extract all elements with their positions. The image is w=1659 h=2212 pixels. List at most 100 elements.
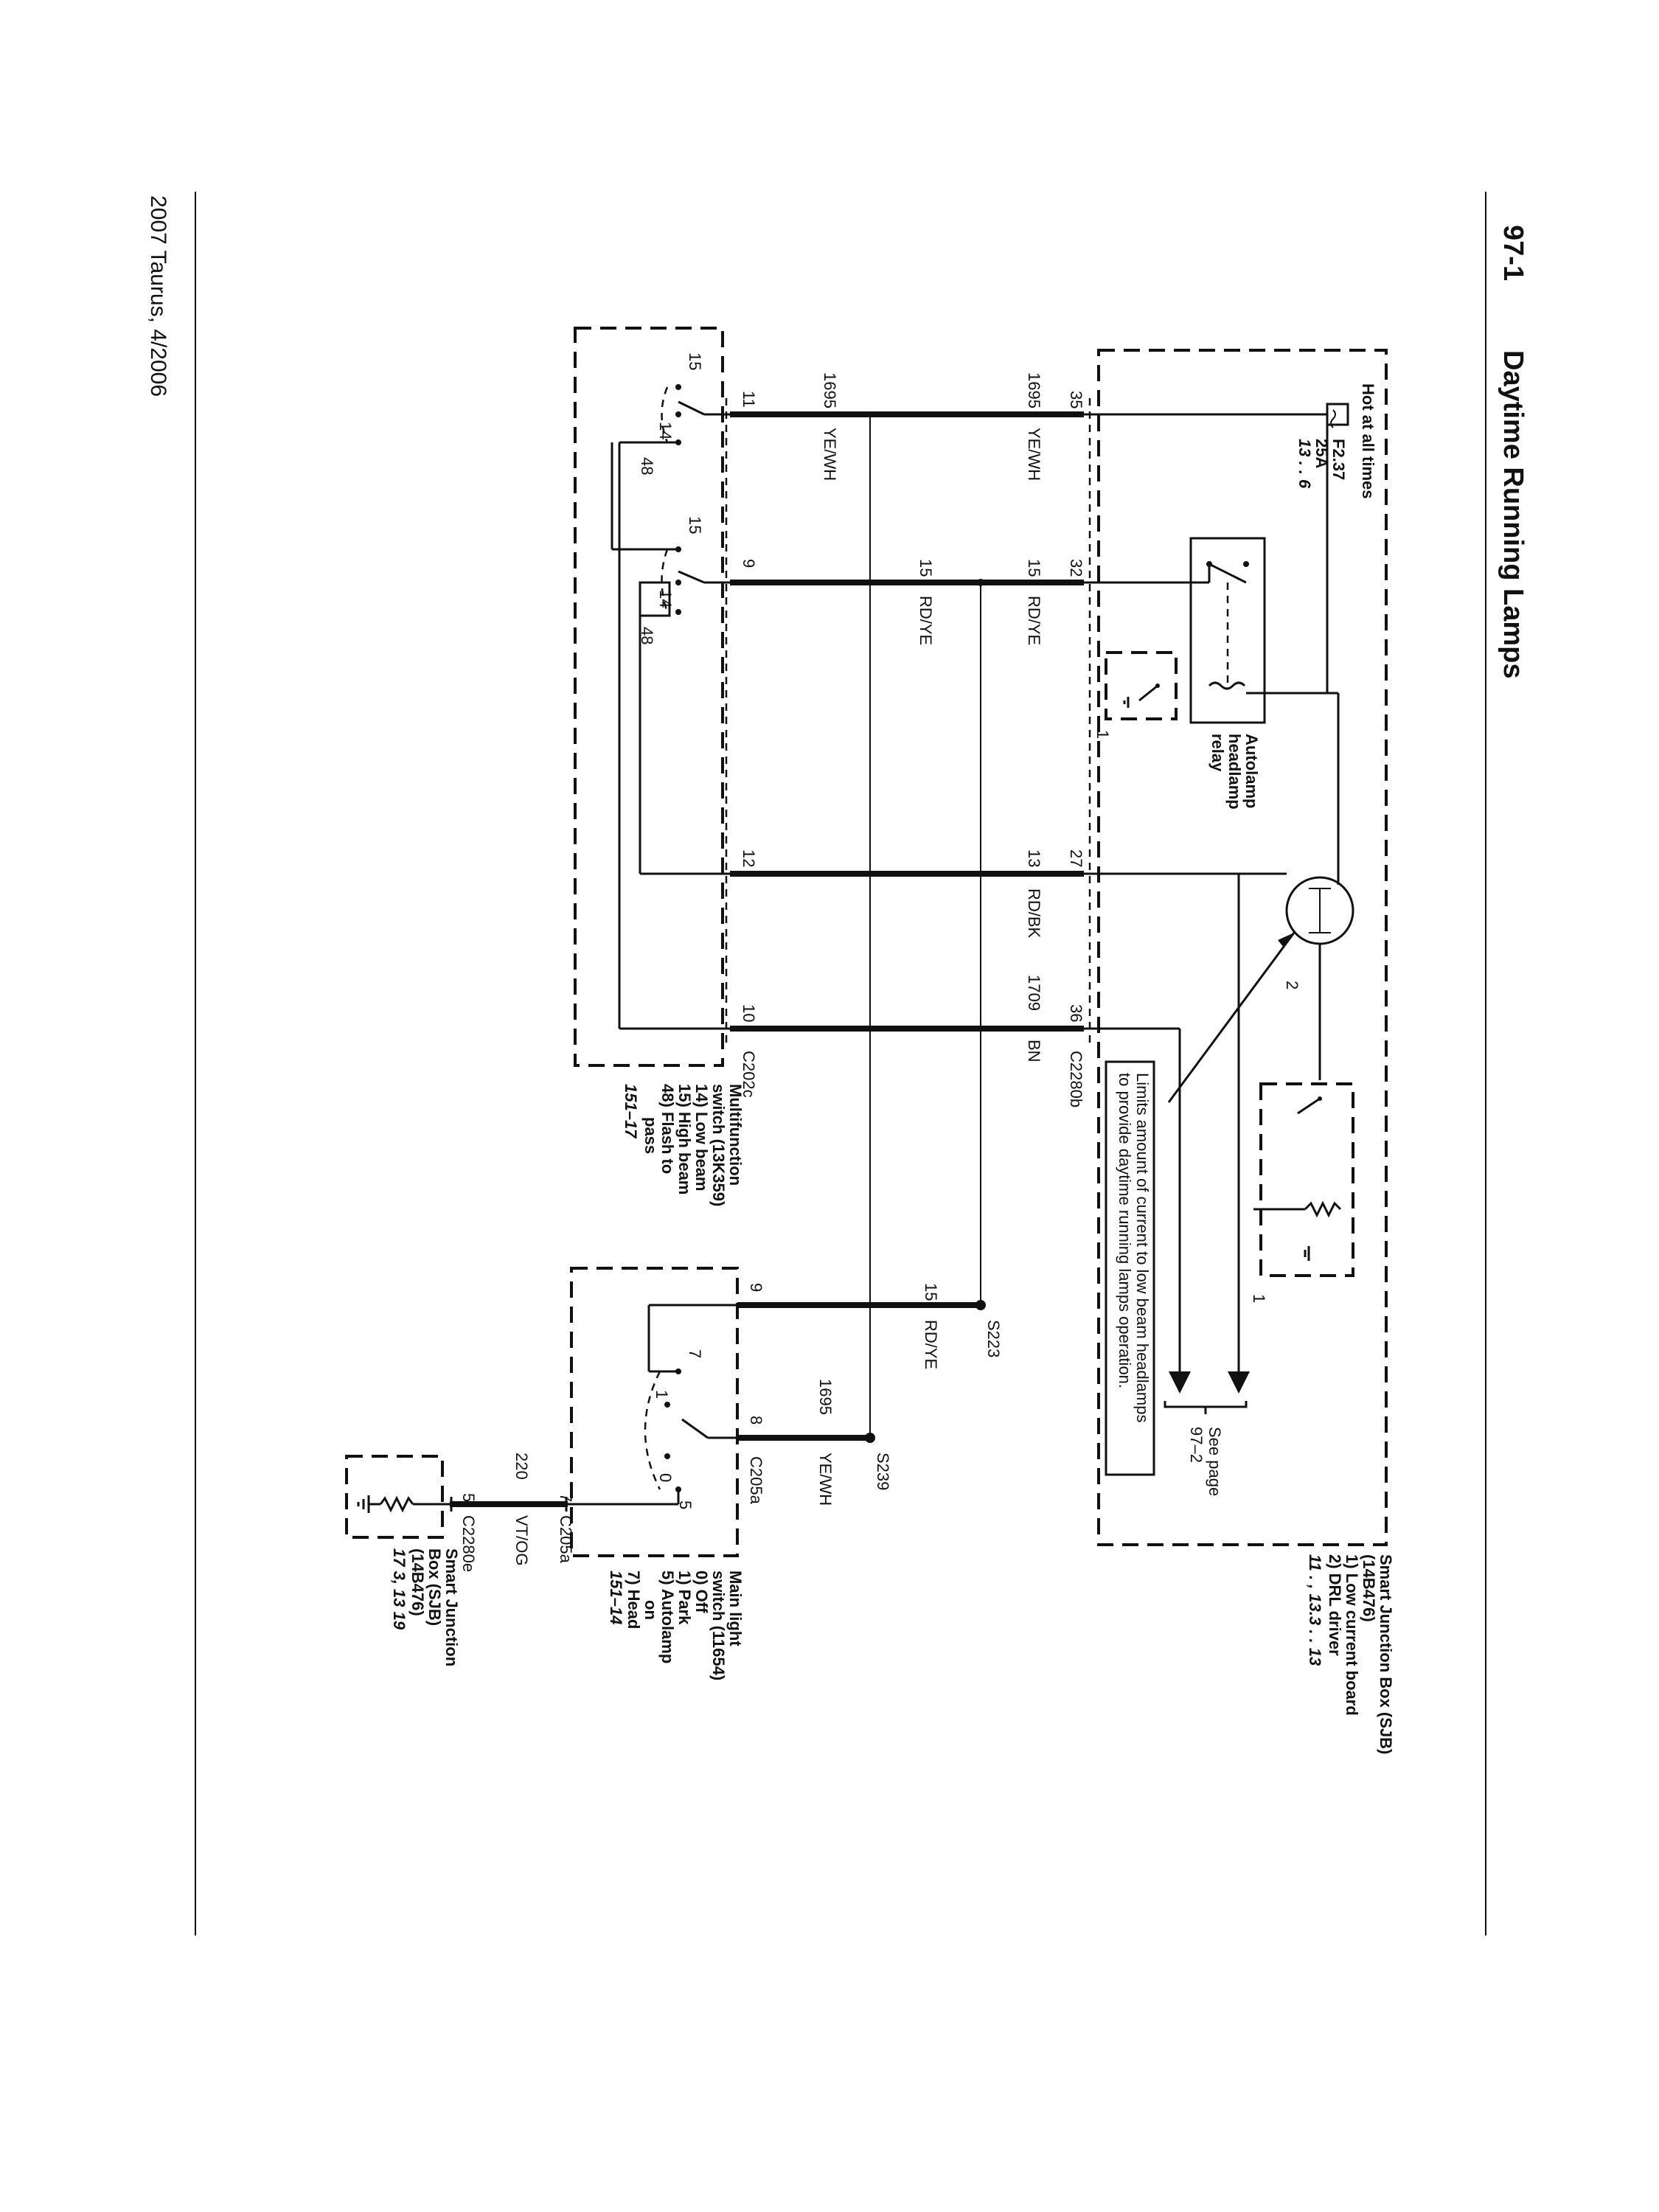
mf-legend-2: 14) Low beam bbox=[692, 1084, 711, 1191]
note-arrow bbox=[1167, 932, 1295, 1103]
relay-pin-1: 1 bbox=[1093, 730, 1112, 739]
sjb-legend-3: 2) DRL driver bbox=[1326, 1554, 1344, 1656]
branch-1695-node bbox=[867, 411, 873, 417]
mf-left-node-14 bbox=[675, 411, 681, 417]
ml-label-5: 5 bbox=[676, 1500, 695, 1509]
main-light-switch-box bbox=[570, 1267, 739, 1557]
ml-legend-2: 0) Off bbox=[692, 1571, 711, 1613]
footer-model: 2007 Taurus, 4/2006 bbox=[146, 195, 170, 397]
wire-220-color: VT/OG bbox=[512, 1515, 531, 1565]
fuse-ref: 13 . . 6 bbox=[1295, 439, 1314, 489]
sjb-legend-1: (14B476) bbox=[1360, 1554, 1378, 1622]
mf-left-node-15 bbox=[675, 384, 681, 390]
wire-15-color: RD/YE bbox=[1025, 596, 1043, 645]
wire-1695-to-switch-color: YE/WH bbox=[816, 1453, 835, 1506]
c2280b-pin-32: 32 bbox=[1067, 559, 1085, 577]
mf-right-node-14 bbox=[675, 580, 681, 585]
fuse-element bbox=[1330, 409, 1336, 428]
relay-label-2: headlamp bbox=[1225, 734, 1244, 810]
sjb-hot-label: Hot at all times bbox=[1359, 383, 1377, 498]
sjb-legend-0: Smart Junction Box (SJB) bbox=[1377, 1554, 1395, 1754]
wire-15-to-switch-circuit: 15 bbox=[922, 1283, 940, 1301]
ml-legend-6: 7) Head bbox=[625, 1571, 643, 1629]
sjb-box bbox=[1097, 349, 1388, 1546]
mf-right-node-48 bbox=[675, 609, 681, 615]
wire-1695-circuit: 1695 bbox=[1025, 372, 1043, 408]
ml-label-1: 1 bbox=[653, 1390, 671, 1399]
note-line-2: to provide daytime running lamps operati… bbox=[1116, 1073, 1134, 1388]
wire-15-lower-color: RD/YE bbox=[917, 596, 935, 645]
mf-right-arc bbox=[661, 549, 669, 613]
wire-1695-lower-color: YE/WH bbox=[821, 428, 839, 481]
sjb-lower-legend-1: Box (SJB) bbox=[425, 1548, 444, 1626]
branch-15-node bbox=[977, 579, 984, 586]
mf-left-48: 48 bbox=[638, 457, 656, 475]
wire-13-circuit: 13 bbox=[1025, 849, 1043, 867]
offpage-b-arrow bbox=[1228, 1371, 1250, 1394]
c2280b-pin-36: 36 bbox=[1067, 1004, 1085, 1022]
mf-legend-3: 15) High beam bbox=[675, 1084, 694, 1194]
sjb-lower-legend-0: Smart Junction bbox=[442, 1548, 461, 1666]
wire-13-color: RD/BK bbox=[1025, 888, 1043, 939]
multifunction-switch-box bbox=[574, 327, 724, 1067]
c202c-name: C202c bbox=[740, 1051, 758, 1098]
drl-current-board bbox=[1259, 1082, 1354, 1277]
page-title: Daytime Running Lamps bbox=[1498, 350, 1528, 679]
sjb-lower-legend-3: 17 3, 13 19 bbox=[390, 1548, 408, 1630]
s223-label: S223 bbox=[984, 1320, 1003, 1357]
lcb-switch bbox=[1138, 684, 1158, 702]
ml-ref: 151–14 bbox=[607, 1571, 625, 1624]
drl-pin-1: 1 bbox=[1250, 1294, 1268, 1303]
sjb-lower-box bbox=[345, 1455, 444, 1539]
ml-legend-1: switch (11654) bbox=[709, 1571, 728, 1680]
low-current-board bbox=[1105, 651, 1178, 720]
c2280b-pin-35: 35 bbox=[1067, 391, 1085, 408]
note-line-1: Limits amount of current to low beam hea… bbox=[1133, 1073, 1152, 1422]
see-page-2: 97–2 bbox=[1187, 1427, 1206, 1463]
wire-1709-color: BN bbox=[1025, 1040, 1043, 1062]
offpage-a-arrow bbox=[1169, 1371, 1191, 1394]
ml-label-0: 0 bbox=[656, 1473, 675, 1482]
wire-1709-circuit: 1709 bbox=[1025, 975, 1043, 1011]
mf-ref: 151–17 bbox=[622, 1084, 640, 1139]
lcb-node bbox=[1155, 684, 1160, 688]
relay-label-1: Autolamp bbox=[1242, 734, 1261, 808]
offpage-a-label: A bbox=[1185, 1377, 1203, 1389]
note-box bbox=[1105, 1060, 1155, 1476]
sjb-lower-legend-2: (14B476) bbox=[408, 1548, 427, 1616]
mf-left-arc bbox=[661, 386, 669, 443]
mf-left-14: 14 bbox=[656, 422, 675, 439]
see-page-brace bbox=[1164, 1401, 1248, 1414]
drl-board-node bbox=[1318, 1096, 1322, 1101]
ml-node-7 bbox=[675, 1368, 681, 1374]
c205a-name-bottom: C205a bbox=[557, 1515, 575, 1564]
ml-legend-5: on bbox=[641, 1600, 660, 1620]
sjb-lower-resistor bbox=[379, 1495, 414, 1513]
mf-legend-4: 48) Flash to bbox=[658, 1084, 677, 1174]
c205a-name-top: C205a bbox=[747, 1456, 765, 1505]
drl-board-resistor bbox=[1304, 1200, 1342, 1218]
mf-legend-1: switch (13K359) bbox=[709, 1084, 728, 1206]
mf-left-15: 15 bbox=[686, 352, 704, 370]
sjb-legend-2: 1) Low current board bbox=[1343, 1554, 1361, 1716]
relay-contact-node-2 bbox=[1243, 561, 1249, 567]
relay-contact bbox=[1208, 563, 1247, 584]
wire-15-to-switch-color: RD/YE bbox=[922, 1320, 940, 1369]
wire-1695-to-switch-circuit: 1695 bbox=[816, 1379, 835, 1415]
s239-node bbox=[865, 1433, 875, 1443]
c2280e-name: C2280e bbox=[459, 1515, 478, 1572]
mf-right-48: 48 bbox=[638, 627, 656, 644]
mf-right-blade bbox=[678, 570, 705, 584]
wire-1695-lower-circuit: 1695 bbox=[821, 372, 839, 408]
ml-arc bbox=[644, 1371, 661, 1490]
ml-node-1 bbox=[664, 1402, 670, 1408]
mf-right-14: 14 bbox=[656, 590, 675, 608]
mf-left-blade bbox=[678, 400, 705, 416]
wire-15-lower-circuit: 15 bbox=[917, 559, 935, 577]
fuse-f2-37 bbox=[1326, 403, 1349, 426]
c2280b-pin-27: 27 bbox=[1067, 849, 1085, 867]
mf-legend-0: Multifunction bbox=[726, 1084, 745, 1186]
relay-label-3: relay bbox=[1208, 734, 1227, 772]
c2280e-pin-5: 5 bbox=[459, 1493, 478, 1502]
page-number: 97-1 bbox=[1498, 225, 1528, 281]
